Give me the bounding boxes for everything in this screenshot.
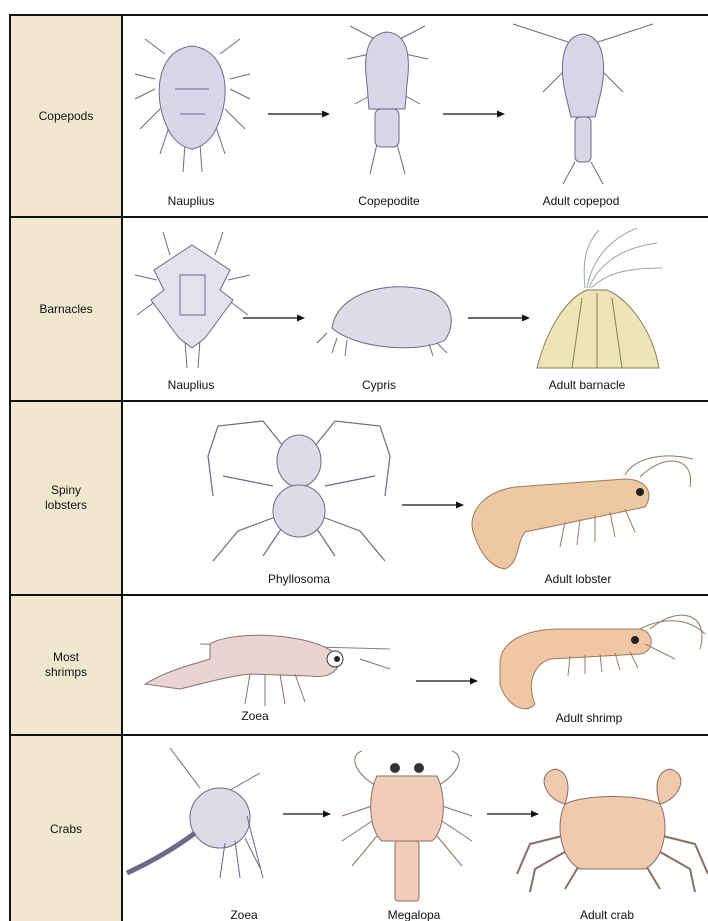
group-label: Copepods: [11, 16, 123, 216]
stage-label: Adult barnacle: [549, 378, 626, 392]
stage-label: Cypris: [362, 378, 396, 392]
copepodite-icon: [345, 24, 430, 179]
phyllosoma-icon: [193, 416, 405, 566]
stage-area: Zoea Megalopa Adult crab: [125, 736, 708, 921]
adult-crab-icon: [515, 764, 708, 894]
zoea-icon: [125, 748, 265, 888]
stage-area: Zoea Adult shrimp: [125, 596, 708, 734]
row-spiny-lobsters: Spiny lobsters: [11, 402, 708, 596]
stage-label: Adult shrimp: [556, 711, 623, 725]
arrow: [243, 313, 305, 323]
stage-label: Phyllosoma: [268, 572, 330, 586]
stage-label: Adult crab: [580, 908, 634, 921]
row-crabs: Crabs: [11, 736, 708, 921]
group-label: Most shrimps: [11, 596, 123, 734]
adult-copepod-icon: [503, 22, 663, 187]
group-label: Crabs: [11, 736, 123, 921]
row-copepods: Copepods: [11, 16, 708, 218]
arrow: [402, 500, 464, 510]
life-cycle-table: Copepods: [9, 14, 708, 921]
cypris-icon: [317, 278, 459, 358]
zoea-icon: [140, 614, 390, 714]
stage-label: Zoea: [241, 709, 268, 723]
group-label: Spiny lobsters: [11, 402, 123, 594]
stage-label: Zoea: [230, 908, 257, 921]
arrow: [283, 809, 331, 819]
arrow: [268, 109, 330, 119]
adult-lobster-icon: [465, 447, 701, 575]
stage-label: Adult lobster: [545, 572, 612, 586]
nauplius-icon: [135, 34, 250, 174]
megalopa-icon: [337, 746, 477, 906]
stage-area: Phyllosoma Adult lobster: [125, 402, 708, 594]
stage-label: Adult copepod: [543, 194, 620, 208]
arrow: [468, 313, 530, 323]
arrow: [416, 676, 478, 686]
group-label: Barnacles: [11, 218, 123, 400]
stage-area: Nauplius Cypris Adult barnacle: [125, 218, 708, 400]
stage-label: Nauplius: [168, 194, 215, 208]
stage-label: Nauplius: [168, 378, 215, 392]
stage-area: Nauplius Copepodite Adult copepod: [125, 16, 708, 216]
adult-barnacle-icon: [527, 228, 667, 378]
stage-label: Copepodite: [358, 194, 419, 208]
arrow: [443, 109, 505, 119]
adult-shrimp-icon: [490, 604, 708, 719]
row-most-shrimps: Most shrimps: [11, 596, 708, 736]
nauplius-icon: [135, 230, 250, 370]
row-barnacles: Barnacles: [11, 218, 708, 402]
stage-label: Megalopa: [388, 908, 441, 921]
